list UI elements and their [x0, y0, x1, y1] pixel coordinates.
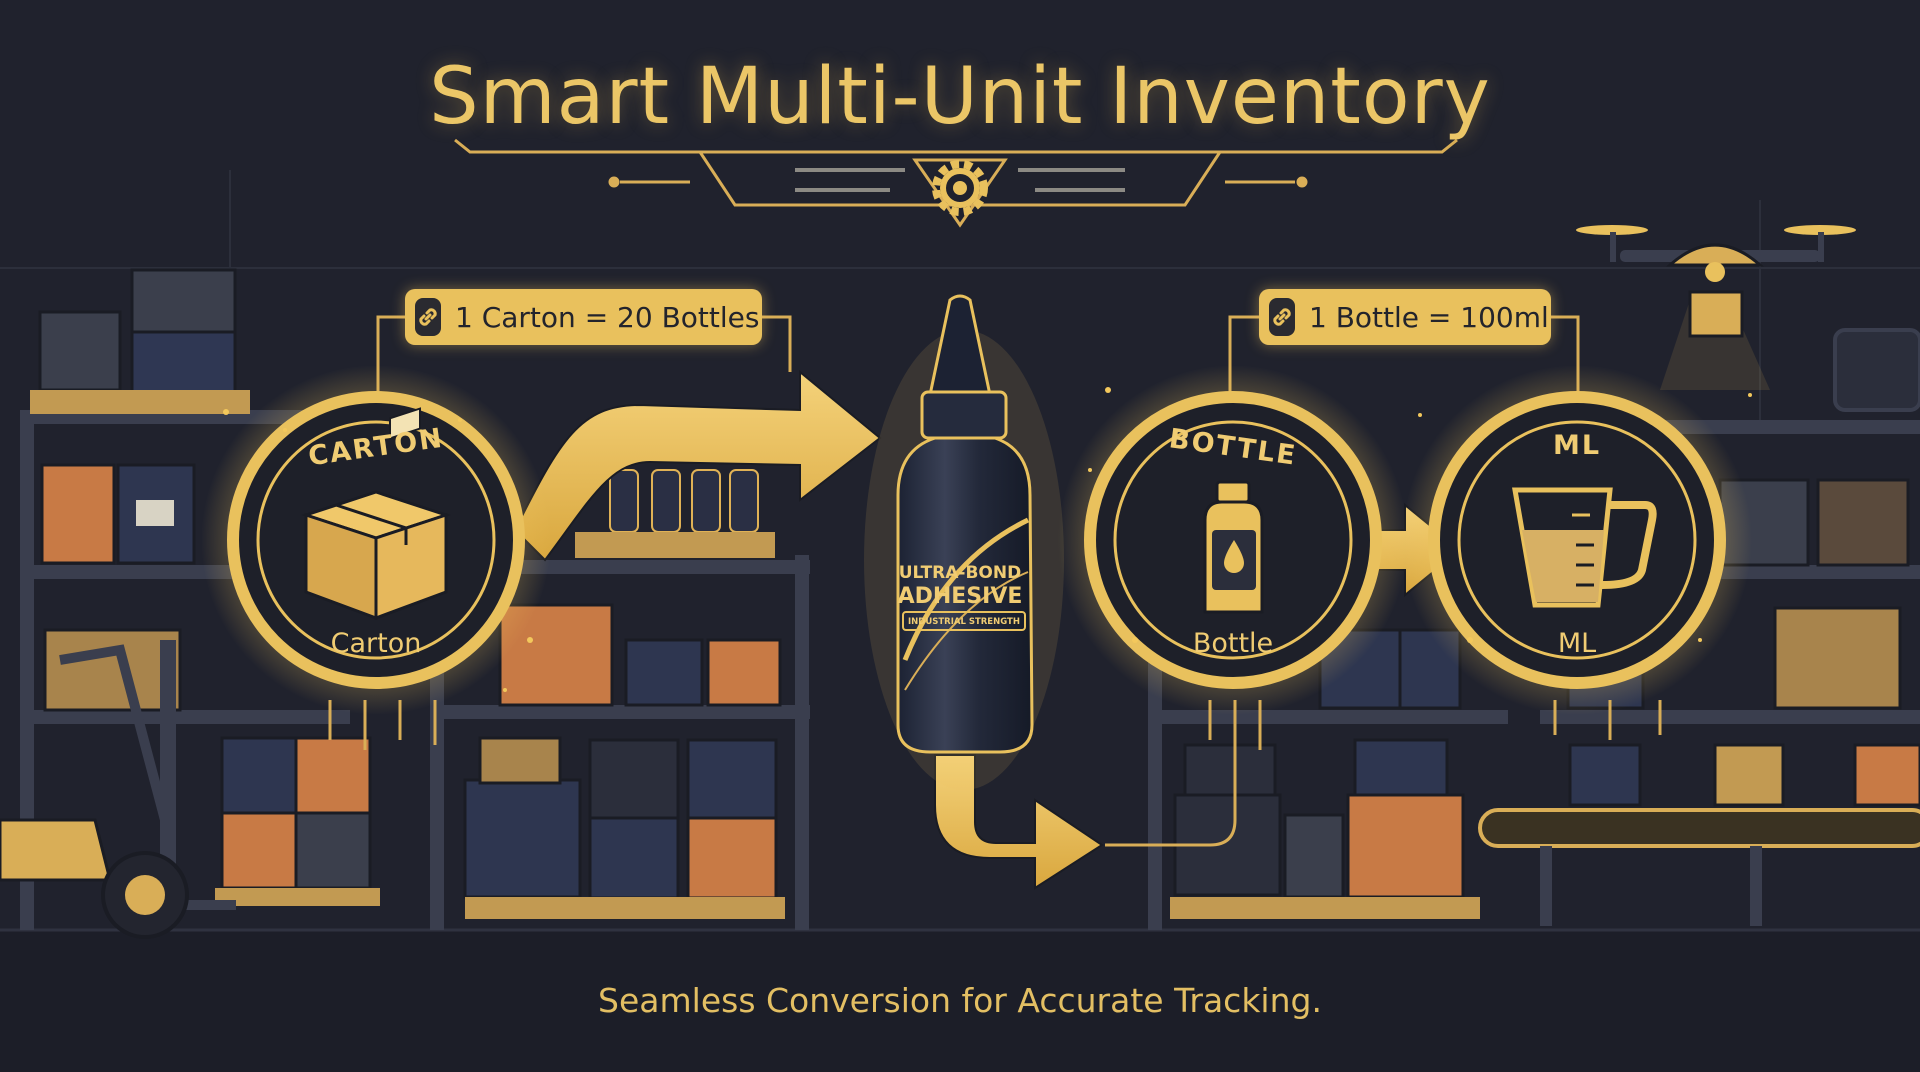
product-line3: INDUSTRIAL STRENGTH	[908, 617, 1020, 627]
bottle-down-arrow	[934, 754, 1104, 890]
product-line2: ADHESIVE	[898, 584, 1023, 609]
cardboard-box-icon	[301, 407, 451, 621]
drone-icon	[1576, 225, 1856, 390]
gear-icon	[932, 160, 988, 216]
sparkles	[223, 387, 1752, 692]
bottle-ml-conversion: 1 Bottle = 100ml	[1259, 289, 1551, 345]
page-subtitle: Seamless Conversion for Accurate Trackin…	[598, 981, 1322, 1020]
link-icon	[1269, 298, 1295, 336]
carton-bottle-conversion: 1 Carton = 20 Bottles	[405, 289, 762, 345]
measuring-jug-icon	[1512, 487, 1657, 608]
bottle-label: Bottle	[1192, 628, 1274, 659]
bottle-icon	[1203, 480, 1264, 614]
center-left-shelving	[430, 469, 810, 930]
ml-arc-label: ML	[1552, 430, 1602, 461]
carton-label: Carton	[330, 628, 422, 659]
ml-label: ML	[1557, 628, 1597, 659]
page-title: Smart Multi-Unit Inventory	[429, 52, 1491, 142]
title-ornament	[454, 138, 1458, 228]
conversion-text: 1 Carton = 20 Bottles	[455, 300, 760, 334]
forklift	[0, 640, 236, 939]
carton-to-bottle-arrow	[513, 369, 882, 562]
conversion-text: 1 Bottle = 100ml	[1309, 300, 1549, 334]
floor	[0, 930, 1920, 1072]
link-icon	[415, 298, 441, 336]
product-line1: ULTRA-BOND	[899, 563, 1021, 583]
adhesive-bottle	[864, 294, 1064, 790]
